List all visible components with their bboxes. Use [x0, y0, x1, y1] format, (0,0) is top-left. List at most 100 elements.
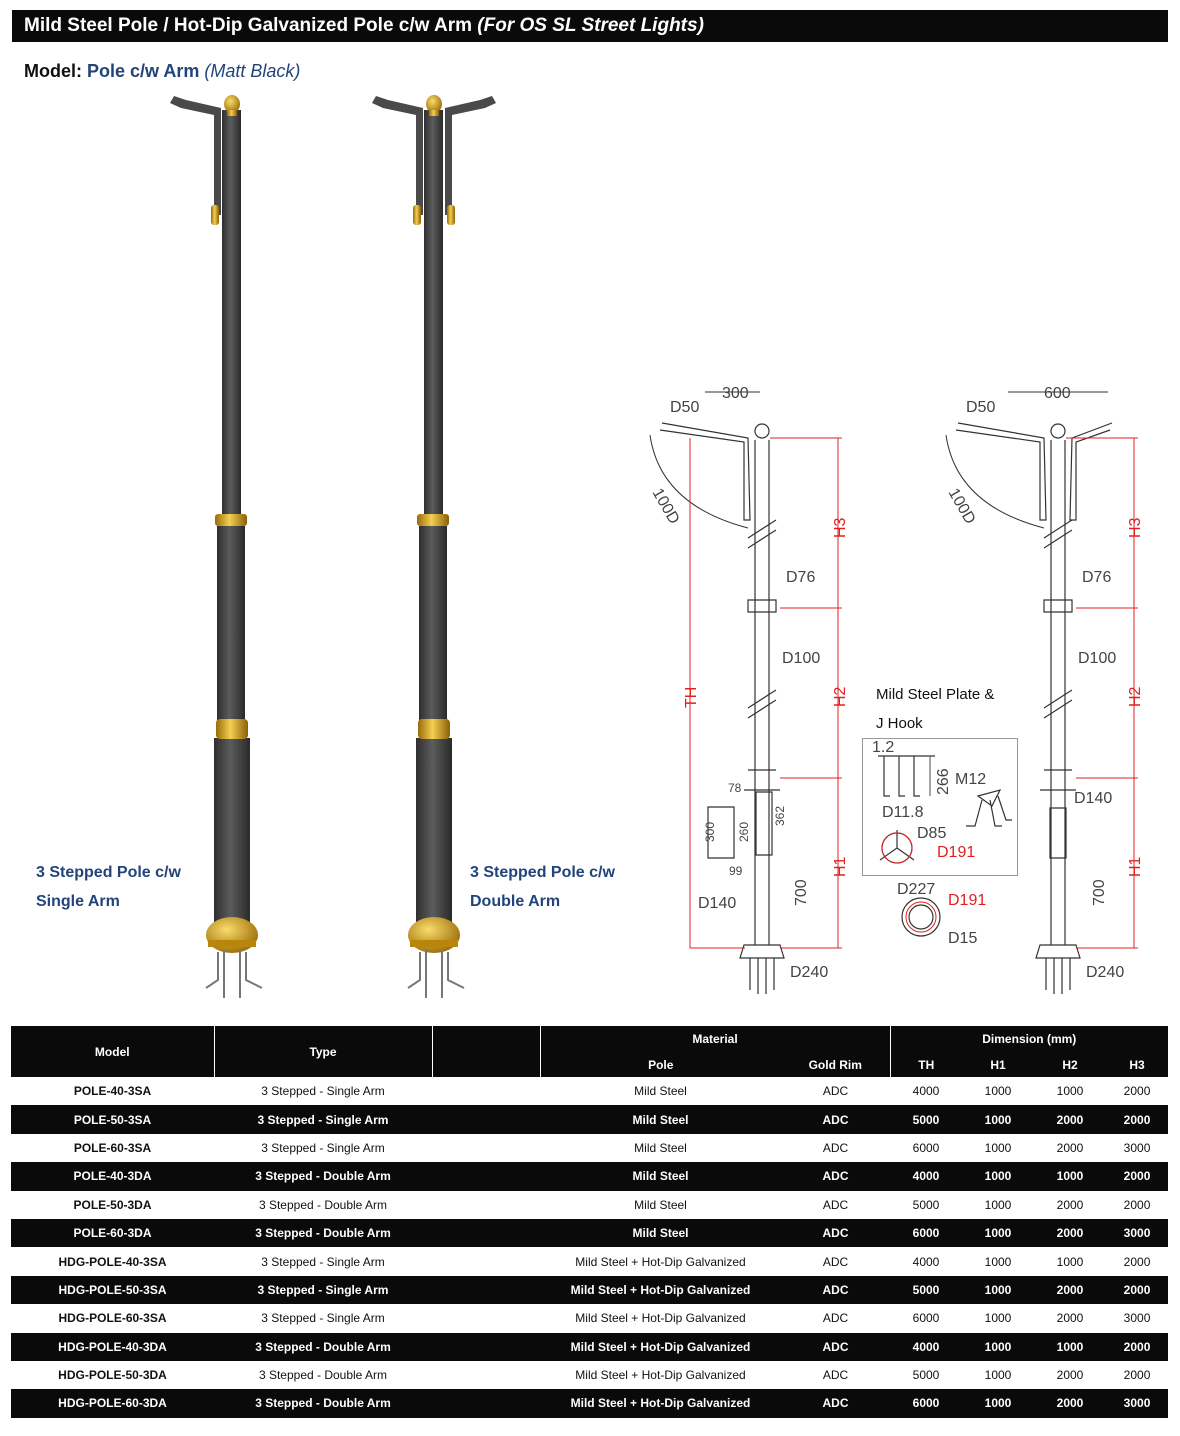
dim-arm-diameter-double: D50	[966, 399, 995, 416]
header-blank	[432, 1026, 541, 1077]
cell-h2: 2000	[1034, 1190, 1107, 1219]
plate-title-line1: Mild Steel Plate &	[876, 686, 995, 703]
model-line: Model: Pole c/w Arm (Matt Black)	[24, 61, 300, 82]
dim-362: 362	[773, 806, 787, 826]
cell-h1: 1000	[962, 1218, 1035, 1248]
dim-99: 99	[729, 864, 743, 878]
dim-d76-double: D76	[1082, 569, 1111, 586]
cell-h2: 2000	[1034, 1275, 1107, 1305]
dim-d85: D85	[917, 825, 946, 842]
caption-double-arm: 3 Stepped Pole c/w Double Arm	[470, 858, 615, 916]
cell-h1: 1000	[962, 1304, 1035, 1333]
cell-pole: Mild Steel	[540, 1105, 781, 1134]
dim-d76: D76	[786, 569, 815, 586]
dim-d15: D15	[948, 930, 977, 947]
caption-single-arm: 3 Stepped Pole c/w Single Arm	[36, 858, 181, 916]
cell-rim: ADC	[781, 1247, 891, 1276]
cell-rim: ADC	[781, 1077, 891, 1106]
cell-rim: ADC	[781, 1389, 891, 1418]
cell-model: HDG-POLE-50-3DA	[11, 1360, 214, 1390]
cell-blank	[432, 1162, 540, 1191]
cell-model: POLE-60-3SA	[11, 1133, 214, 1163]
cell-pole: Mild Steel + Hot-Dip Galvanized	[540, 1389, 781, 1418]
cell-type: 3 Stepped - Double Arm	[214, 1360, 432, 1390]
cell-blank	[432, 1247, 540, 1276]
dim-260: 260	[737, 822, 751, 842]
dim-h2: H2	[832, 686, 849, 707]
dim-700: 700	[793, 879, 810, 906]
cell-type: 3 Stepped - Single Arm	[214, 1304, 432, 1333]
cell-h3: 2000	[1106, 1162, 1169, 1191]
single-arm-pole-render	[170, 95, 263, 998]
dim-d11-8: D11.8	[882, 804, 924, 821]
plate-detail-frame	[862, 738, 1018, 876]
cell-th: 6000	[890, 1389, 963, 1418]
dim-d100: D100	[782, 650, 820, 667]
page-banner: Mild Steel Pole / Hot-Dip Galvanized Pol…	[12, 10, 1168, 42]
cell-h3: 3000	[1106, 1389, 1169, 1418]
cell-blank	[432, 1133, 540, 1163]
dim-300-door: 300	[703, 822, 717, 842]
cell-h2: 1000	[1034, 1162, 1107, 1191]
cell-rim: ADC	[781, 1218, 891, 1248]
cell-pole: Mild Steel + Hot-Dip Galvanized	[540, 1275, 781, 1305]
cell-h3: 2000	[1106, 1190, 1169, 1219]
cell-h1: 1000	[962, 1275, 1035, 1305]
cell-h2: 1000	[1034, 1332, 1107, 1361]
dim-d140: D140	[698, 895, 736, 912]
header-h2: H2	[1034, 1052, 1107, 1077]
cell-blank	[432, 1360, 540, 1390]
cell-h2: 2000	[1034, 1218, 1107, 1248]
dim-arm-diameter: D50	[670, 399, 699, 416]
cell-th: 5000	[890, 1105, 963, 1134]
cell-h2: 1000	[1034, 1077, 1107, 1106]
cell-th: 4000	[890, 1077, 963, 1106]
cell-type: 3 Stepped - Single Arm	[214, 1247, 432, 1276]
plate-title-line2: J Hook	[876, 715, 923, 732]
cell-h2: 2000	[1034, 1304, 1107, 1333]
cell-blank	[432, 1304, 540, 1333]
caption-single-line2: Single Arm	[36, 893, 120, 910]
dim-h3: H3	[832, 517, 849, 538]
cell-blank	[432, 1275, 540, 1305]
cell-blank	[432, 1077, 540, 1106]
cell-th: 4000	[890, 1332, 963, 1361]
caption-double-line1: 3 Stepped Pole c/w	[470, 864, 615, 881]
dim-m12: M12	[955, 771, 986, 788]
cell-rim: ADC	[781, 1133, 891, 1163]
cell-h2: 2000	[1034, 1389, 1107, 1418]
cell-pole: Mild Steel + Hot-Dip Galvanized	[540, 1304, 781, 1333]
dim-h3-double: H3	[1127, 517, 1144, 538]
cell-model: POLE-50-3DA	[11, 1190, 214, 1219]
cell-type: 3 Stepped - Single Arm	[214, 1077, 432, 1106]
cell-pole: Mild Steel	[540, 1077, 781, 1106]
cell-h2: 2000	[1034, 1360, 1107, 1390]
cell-h3: 2000	[1106, 1360, 1169, 1390]
cell-model: HDG-POLE-60-3DA	[11, 1389, 214, 1418]
dim-total-height: TH	[683, 687, 700, 708]
dim-1-2: 1.2	[872, 739, 894, 756]
cell-h3: 2000	[1106, 1332, 1169, 1361]
banner-subtitle: (For OS SL Street Lights)	[477, 15, 704, 36]
cell-pole: Mild Steel	[540, 1133, 781, 1163]
cell-rim: ADC	[781, 1332, 891, 1361]
cell-pole: Mild Steel	[540, 1162, 781, 1191]
cell-type: 3 Stepped - Double Arm	[214, 1218, 432, 1248]
cell-pole: Mild Steel + Hot-Dip Galvanized	[540, 1332, 781, 1361]
cell-model: POLE-40-3SA	[11, 1077, 214, 1106]
cell-blank	[432, 1190, 540, 1219]
banner-title: Mild Steel Pole / Hot-Dip Galvanized Pol…	[24, 15, 472, 36]
cell-th: 4000	[890, 1247, 963, 1276]
model-name: Pole c/w Arm	[87, 61, 200, 81]
cell-rim: ADC	[781, 1304, 891, 1333]
cell-th: 5000	[890, 1275, 963, 1305]
cell-model: HDG-POLE-50-3SA	[11, 1275, 214, 1305]
dim-d191-plate: D191	[937, 844, 975, 861]
